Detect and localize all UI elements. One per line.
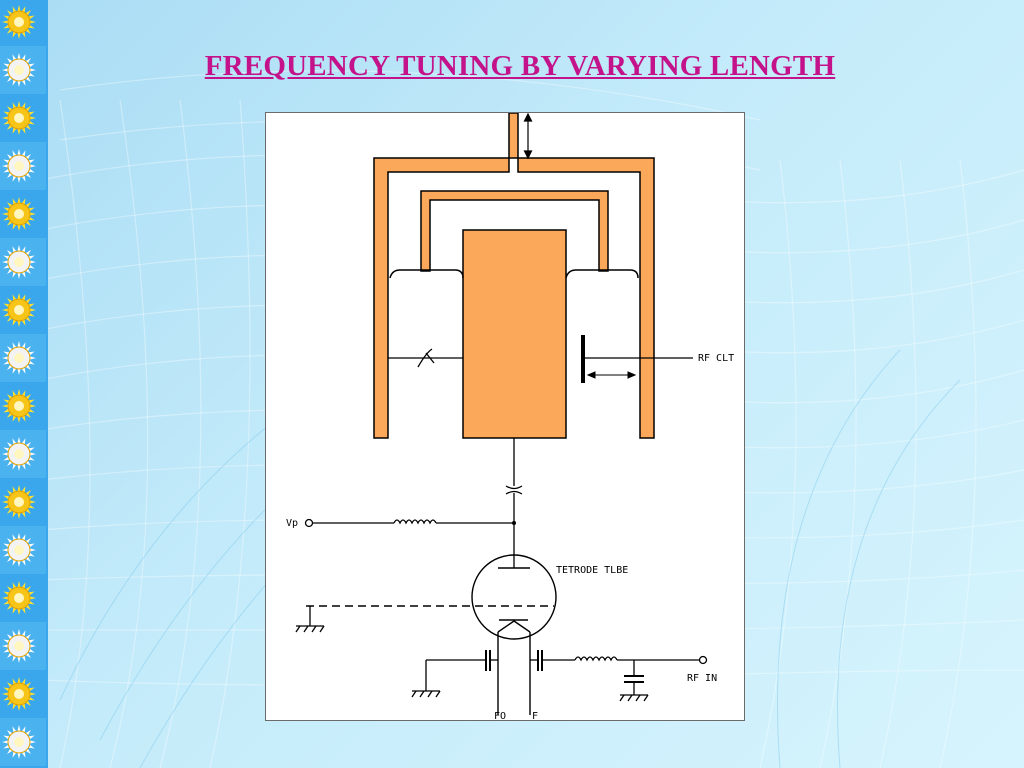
sun-flower-icon	[0, 718, 46, 766]
outer-cavity	[373, 113, 655, 439]
tube-label: TETRODE TLBE	[556, 565, 628, 576]
sun-flower-icon	[0, 526, 46, 574]
circuit-diagram: RF CLT Vp	[265, 112, 745, 722]
inductor-icon	[574, 656, 618, 662]
ground-icon	[411, 690, 441, 698]
coupling-loop	[388, 348, 463, 368]
sun-flower-icon	[0, 238, 46, 286]
vp-label: Vp	[286, 518, 298, 529]
sun-flower-icon	[0, 142, 46, 190]
sun-flower-icon	[0, 190, 46, 238]
central-plunger	[462, 229, 567, 439]
output-probe	[581, 335, 693, 383]
inductor-icon	[393, 519, 437, 525]
plate-lead	[505, 438, 523, 568]
sun-flower-icon	[0, 478, 46, 526]
sun-flower-icon	[0, 574, 46, 622]
inner-cavity	[420, 190, 609, 272]
tetrode-tube	[306, 554, 557, 715]
terminal-icon	[304, 518, 314, 528]
sun-flower-icon	[0, 382, 46, 430]
sun-flower-icon	[0, 430, 46, 478]
page-title: FREQUENCY TUNING BY VARYING LENGTH	[204, 50, 836, 82]
filament-bypass	[425, 650, 498, 691]
rf-in-label: RF IN	[687, 673, 717, 684]
rf-out-label: RF CLT	[698, 353, 734, 364]
vp-supply	[304, 518, 514, 528]
tuning-arrow-icon	[523, 113, 533, 160]
terminal-icon	[698, 655, 708, 665]
sun-flower-icon	[0, 622, 46, 670]
sun-flower-icon	[0, 94, 46, 142]
sun-flower-icon	[0, 286, 46, 334]
fo-label: FO	[494, 711, 506, 722]
rf-input-network	[530, 650, 708, 702]
sun-flower-icon	[0, 670, 46, 718]
junction-dot	[512, 521, 516, 525]
sun-flower-icon	[0, 334, 46, 382]
sun-flower-icon	[0, 0, 46, 46]
ground-icon	[295, 606, 325, 633]
contact-fingers	[389, 269, 639, 279]
f-label: F	[532, 711, 538, 722]
sun-border-strip	[0, 0, 48, 768]
sun-flower-icon	[0, 46, 46, 94]
